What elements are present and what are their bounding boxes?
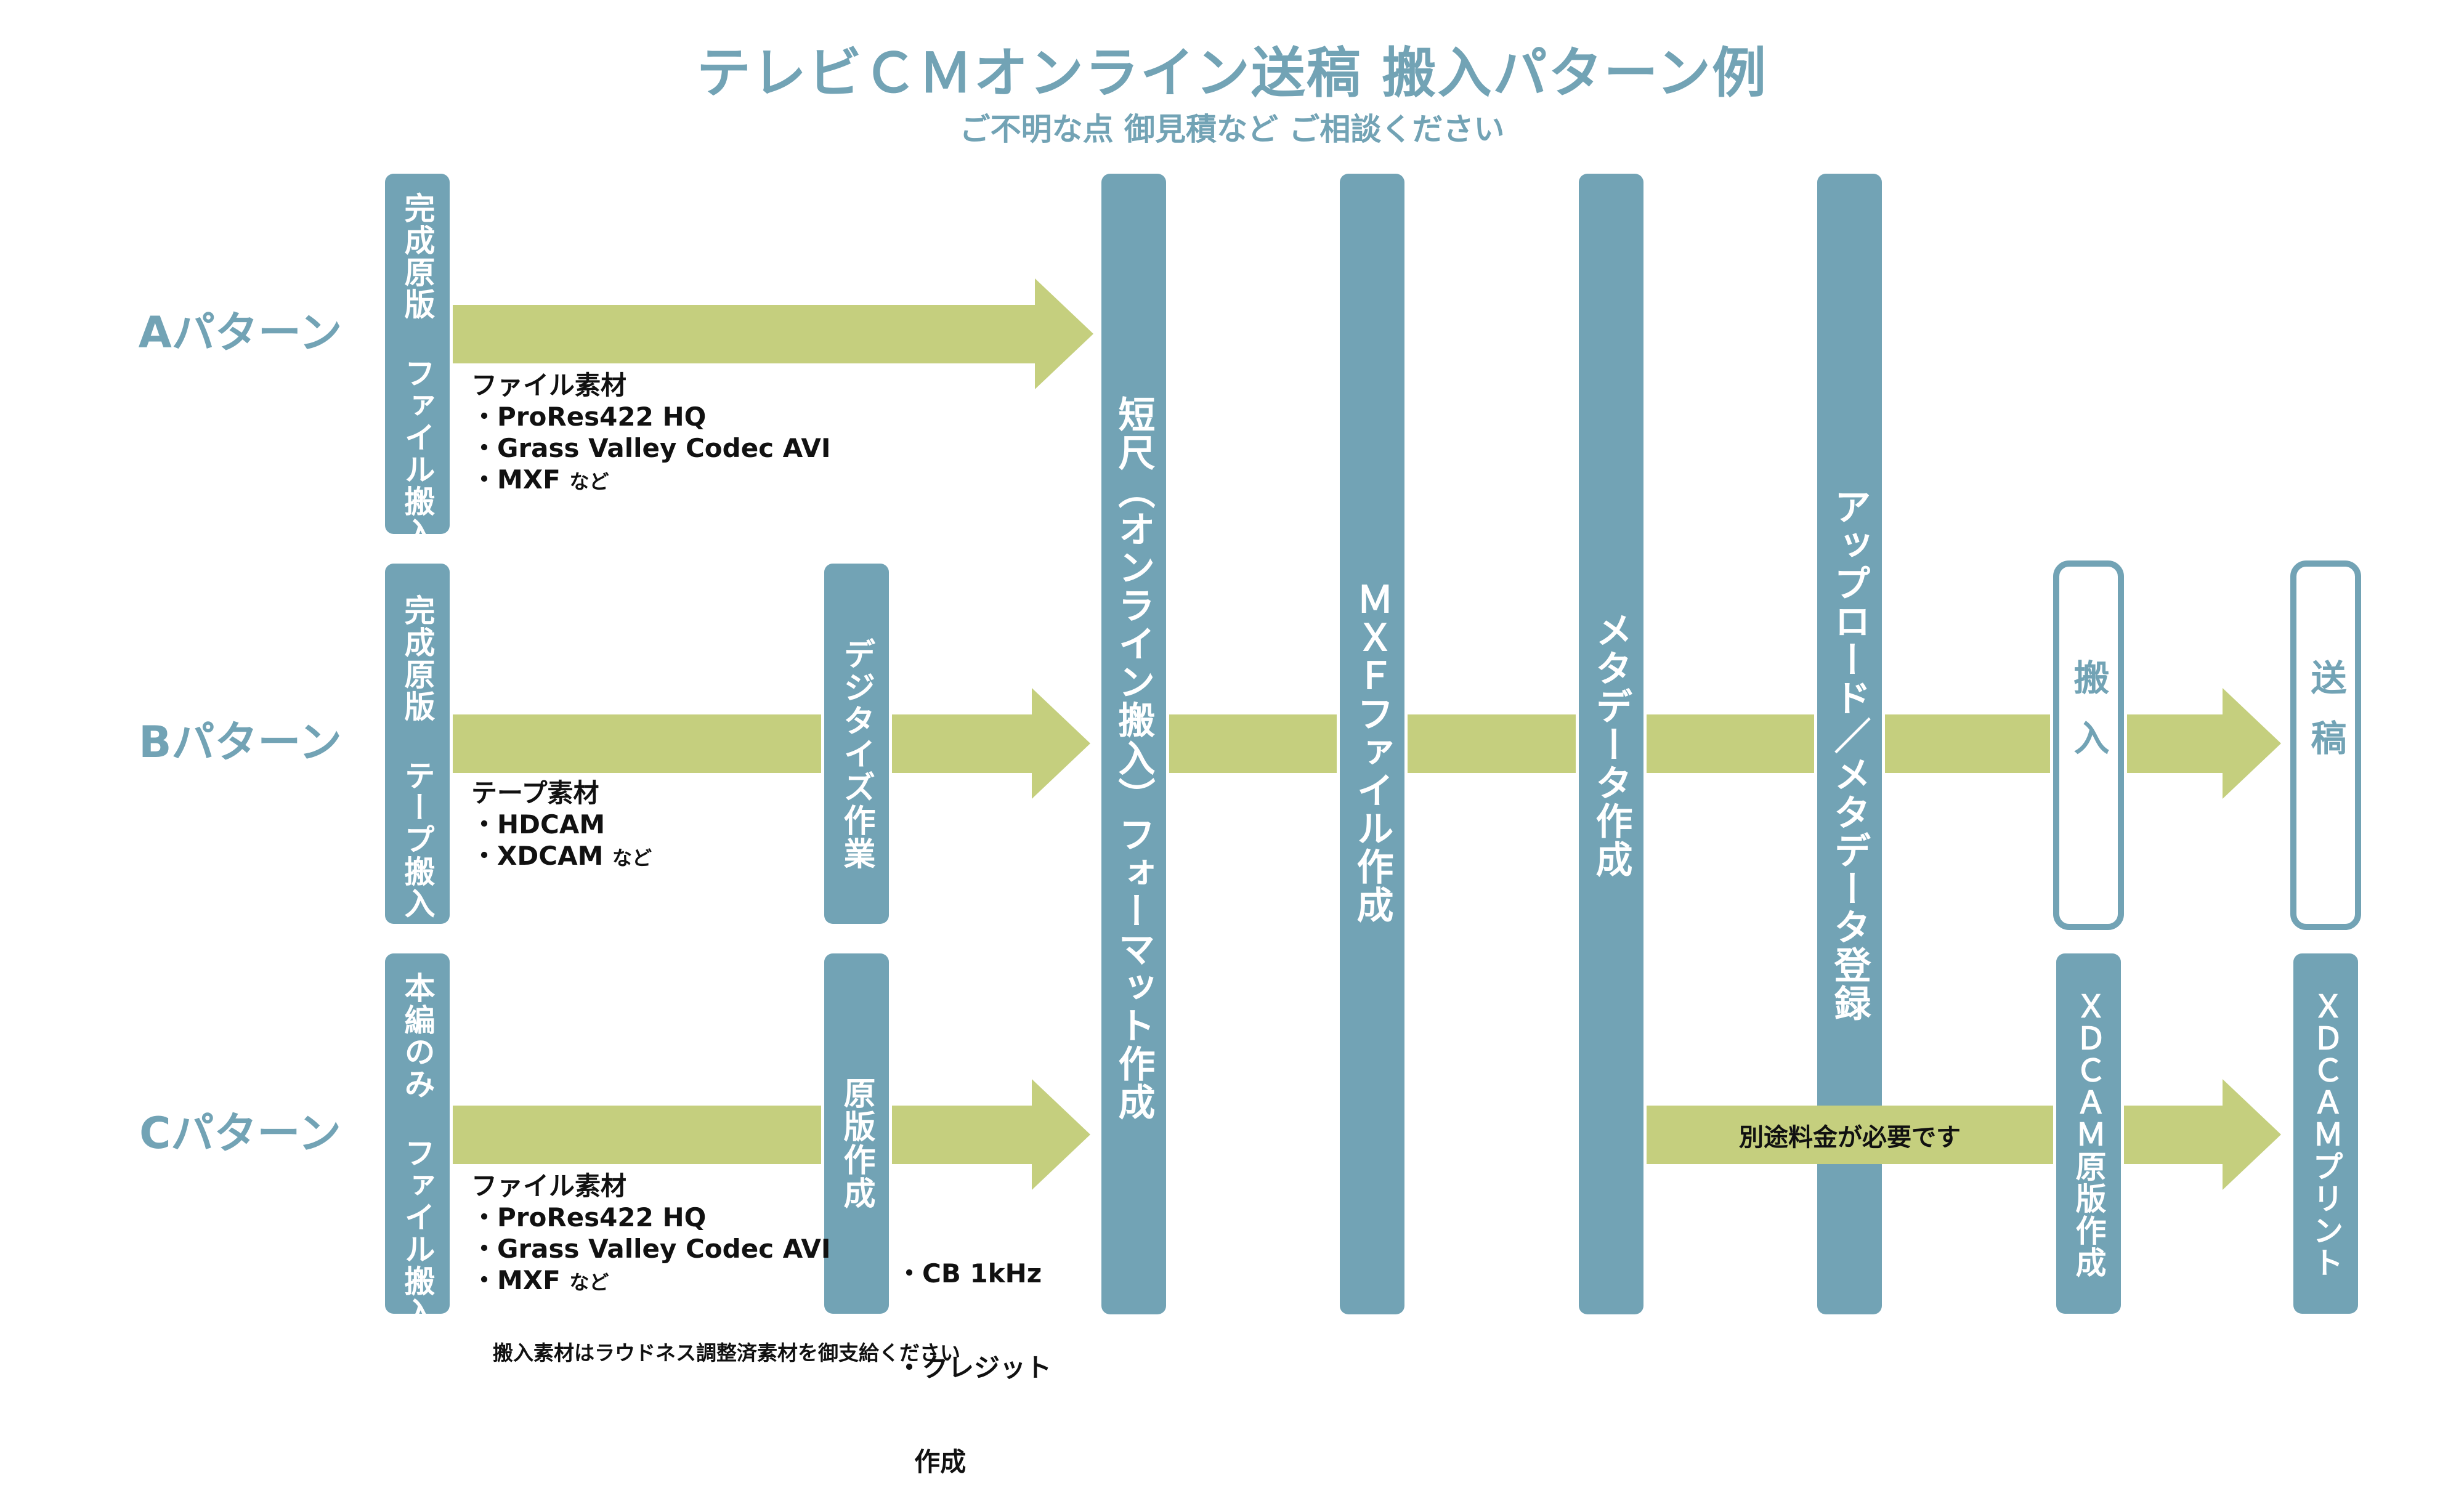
stage-bar-meta: メタデータ作成 xyxy=(1579,174,1643,1314)
send-box: 送稿 xyxy=(2290,560,2361,930)
pattern-a-label: Aパターン xyxy=(138,307,342,358)
pattern-b-label: Bパターン xyxy=(139,717,342,767)
stage-bar-format-text: 短尺（オンライン搬入）フォーマット作成 xyxy=(1112,395,1155,1121)
pattern-c-label: Cパターン xyxy=(139,1108,341,1159)
stage-bar-mxf-text: ＭＸＦファイル作成 xyxy=(1350,580,1393,924)
source-bar-c: 本編のみ ファイル搬入 xyxy=(385,953,450,1329)
material-a-item-3: ・MXF xyxy=(471,464,561,495)
material-b-item-1: ・HDCAM xyxy=(471,809,606,839)
arrow-c-body-1 xyxy=(453,1106,821,1164)
xdcam-print-bar-text: ＸＤＣＡＭプリント xyxy=(2308,990,2344,1279)
material-c-title: ファイル素材 xyxy=(471,1171,627,1201)
page-title: テレビＣＭオンライン送稿 搬入パターン例 xyxy=(696,41,1768,105)
material-a-item-2: ・Grass Valley Codec AVI xyxy=(471,433,831,463)
arrow-b-body-1 xyxy=(453,714,821,773)
step-note-2: ・クレジット xyxy=(896,1353,1052,1383)
material-c-item-2: ・Grass Valley Codec AVI xyxy=(471,1234,831,1264)
process-bar-c: 原版作成 xyxy=(824,953,889,1314)
arrow-b-head-1 xyxy=(1032,688,1090,799)
material-a: ファイル素材 ・ProRes422 HQ ・Grass Valley Codec… xyxy=(471,370,831,498)
source-bar-c-text: 本編のみ ファイル搬入 xyxy=(399,972,436,1329)
process-bar-c-text: 原版作成 xyxy=(838,1077,875,1210)
stage-bar-upload-text: アップロード／メタデータ登録 xyxy=(1828,488,1871,1022)
material-b: テープ素材 ・HDCAM ・XDCAM など xyxy=(471,777,652,874)
xdcam-master-bar-text: ＸＤＣＡＭ原版作成 xyxy=(2070,990,2107,1279)
page-subtitle: ご不明な点 御見積など ご相談ください xyxy=(959,111,1505,147)
xdcam-print-bar: ＸＤＣＡＭプリント xyxy=(2293,953,2358,1314)
material-c: ファイル素材 ・ProRes422 HQ ・Grass Valley Codec… xyxy=(471,1170,831,1298)
arrow-c-body-3 xyxy=(2124,1106,2226,1164)
stage-bar-meta-text: メタデータ作成 xyxy=(1589,611,1632,878)
process-bar-b-text: デジタイズ作業 xyxy=(838,637,875,870)
material-b-title: テープ素材 xyxy=(471,778,599,808)
material-c-suffix: など xyxy=(569,1271,609,1294)
material-b-suffix: など xyxy=(612,846,652,870)
arrow-b-body-4 xyxy=(1408,714,1576,773)
fee-note: 別途料金が必要です xyxy=(1739,1123,1961,1152)
step-note-3: 作成 xyxy=(896,1447,967,1477)
material-a-item-1: ・ProRes422 HQ xyxy=(471,402,707,432)
source-bar-b: 完成原版 テープ搬入 xyxy=(385,564,450,924)
step-note-1: ・CB 1kHz xyxy=(896,1258,1042,1289)
arrow-b-body-2 xyxy=(892,714,1035,773)
arrow-b-body-7 xyxy=(2127,714,2226,773)
arrow-a-head xyxy=(1035,278,1093,389)
delivery-box-text: 搬入 xyxy=(2067,659,2110,780)
delivery-box: 搬入 xyxy=(2053,560,2124,930)
arrow-c-head-1 xyxy=(1032,1079,1090,1190)
stage-bar-format: 短尺（オンライン搬入）フォーマット作成 xyxy=(1101,174,1166,1314)
source-bar-a: 完成原版 ファイル搬入 xyxy=(385,174,450,549)
material-a-title: ファイル素材 xyxy=(471,370,627,400)
fee-band: 別途料金が必要です xyxy=(1647,1106,2053,1164)
process-bar-b: デジタイズ作業 xyxy=(824,564,889,924)
material-b-item-2: ・XDCAM xyxy=(471,841,604,871)
arrow-b-body-5 xyxy=(1647,714,1814,773)
arrow-c-body-2 xyxy=(892,1106,1035,1164)
xdcam-master-bar: ＸＤＣＡＭ原版作成 xyxy=(2056,953,2121,1314)
material-c-item-1: ・ProRes422 HQ xyxy=(471,1202,707,1232)
arrow-b-head-2 xyxy=(2223,688,2281,799)
source-bar-b-text: 完成原版 テープ搬入 xyxy=(399,594,436,920)
footnote: 搬入素材はラウドネス調整済素材を御支給ください xyxy=(493,1341,960,1365)
source-bar-a-text: 完成原版 ファイル搬入 xyxy=(399,192,436,549)
arrow-a-body xyxy=(453,305,1038,363)
arrow-b-body-6 xyxy=(1885,714,2050,773)
arrow-c-head-2 xyxy=(2223,1079,2281,1190)
send-box-text: 送稿 xyxy=(2304,659,2347,780)
material-a-suffix: など xyxy=(569,470,609,493)
arrow-b-body-3 xyxy=(1169,714,1337,773)
stage-bar-mxf: ＭＸＦファイル作成 xyxy=(1340,174,1404,1314)
material-c-item-3: ・MXF xyxy=(471,1265,561,1295)
